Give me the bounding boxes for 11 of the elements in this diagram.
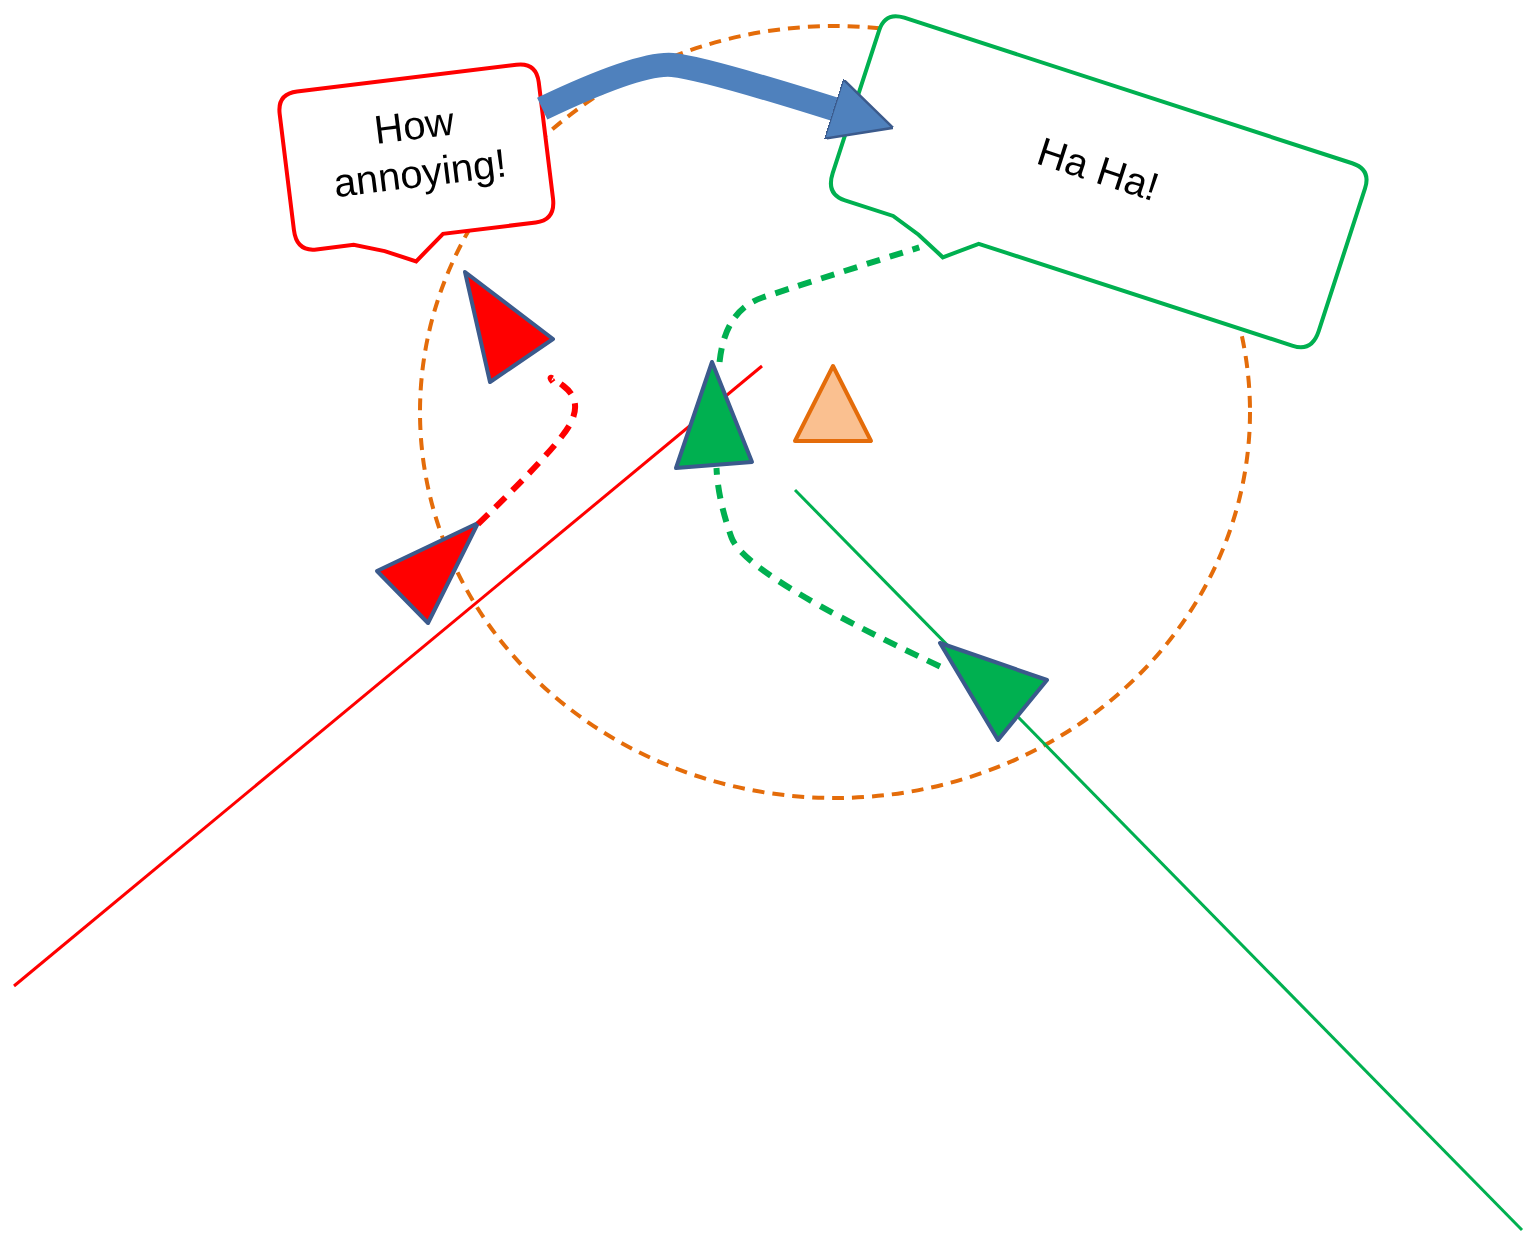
triangle-marker xyxy=(938,641,1049,742)
dashed-curve xyxy=(716,244,921,363)
triangle-marker xyxy=(375,521,480,625)
triangle-marker xyxy=(463,270,555,384)
speech-text: Ha Ha! xyxy=(1031,127,1166,211)
triangle-marker xyxy=(674,360,754,470)
block-arrow xyxy=(537,52,895,140)
speech-text: How annoying! xyxy=(329,97,510,207)
dashed-curve xyxy=(713,467,942,670)
dashed-curve xyxy=(475,375,579,527)
triangle-marker xyxy=(793,364,873,443)
